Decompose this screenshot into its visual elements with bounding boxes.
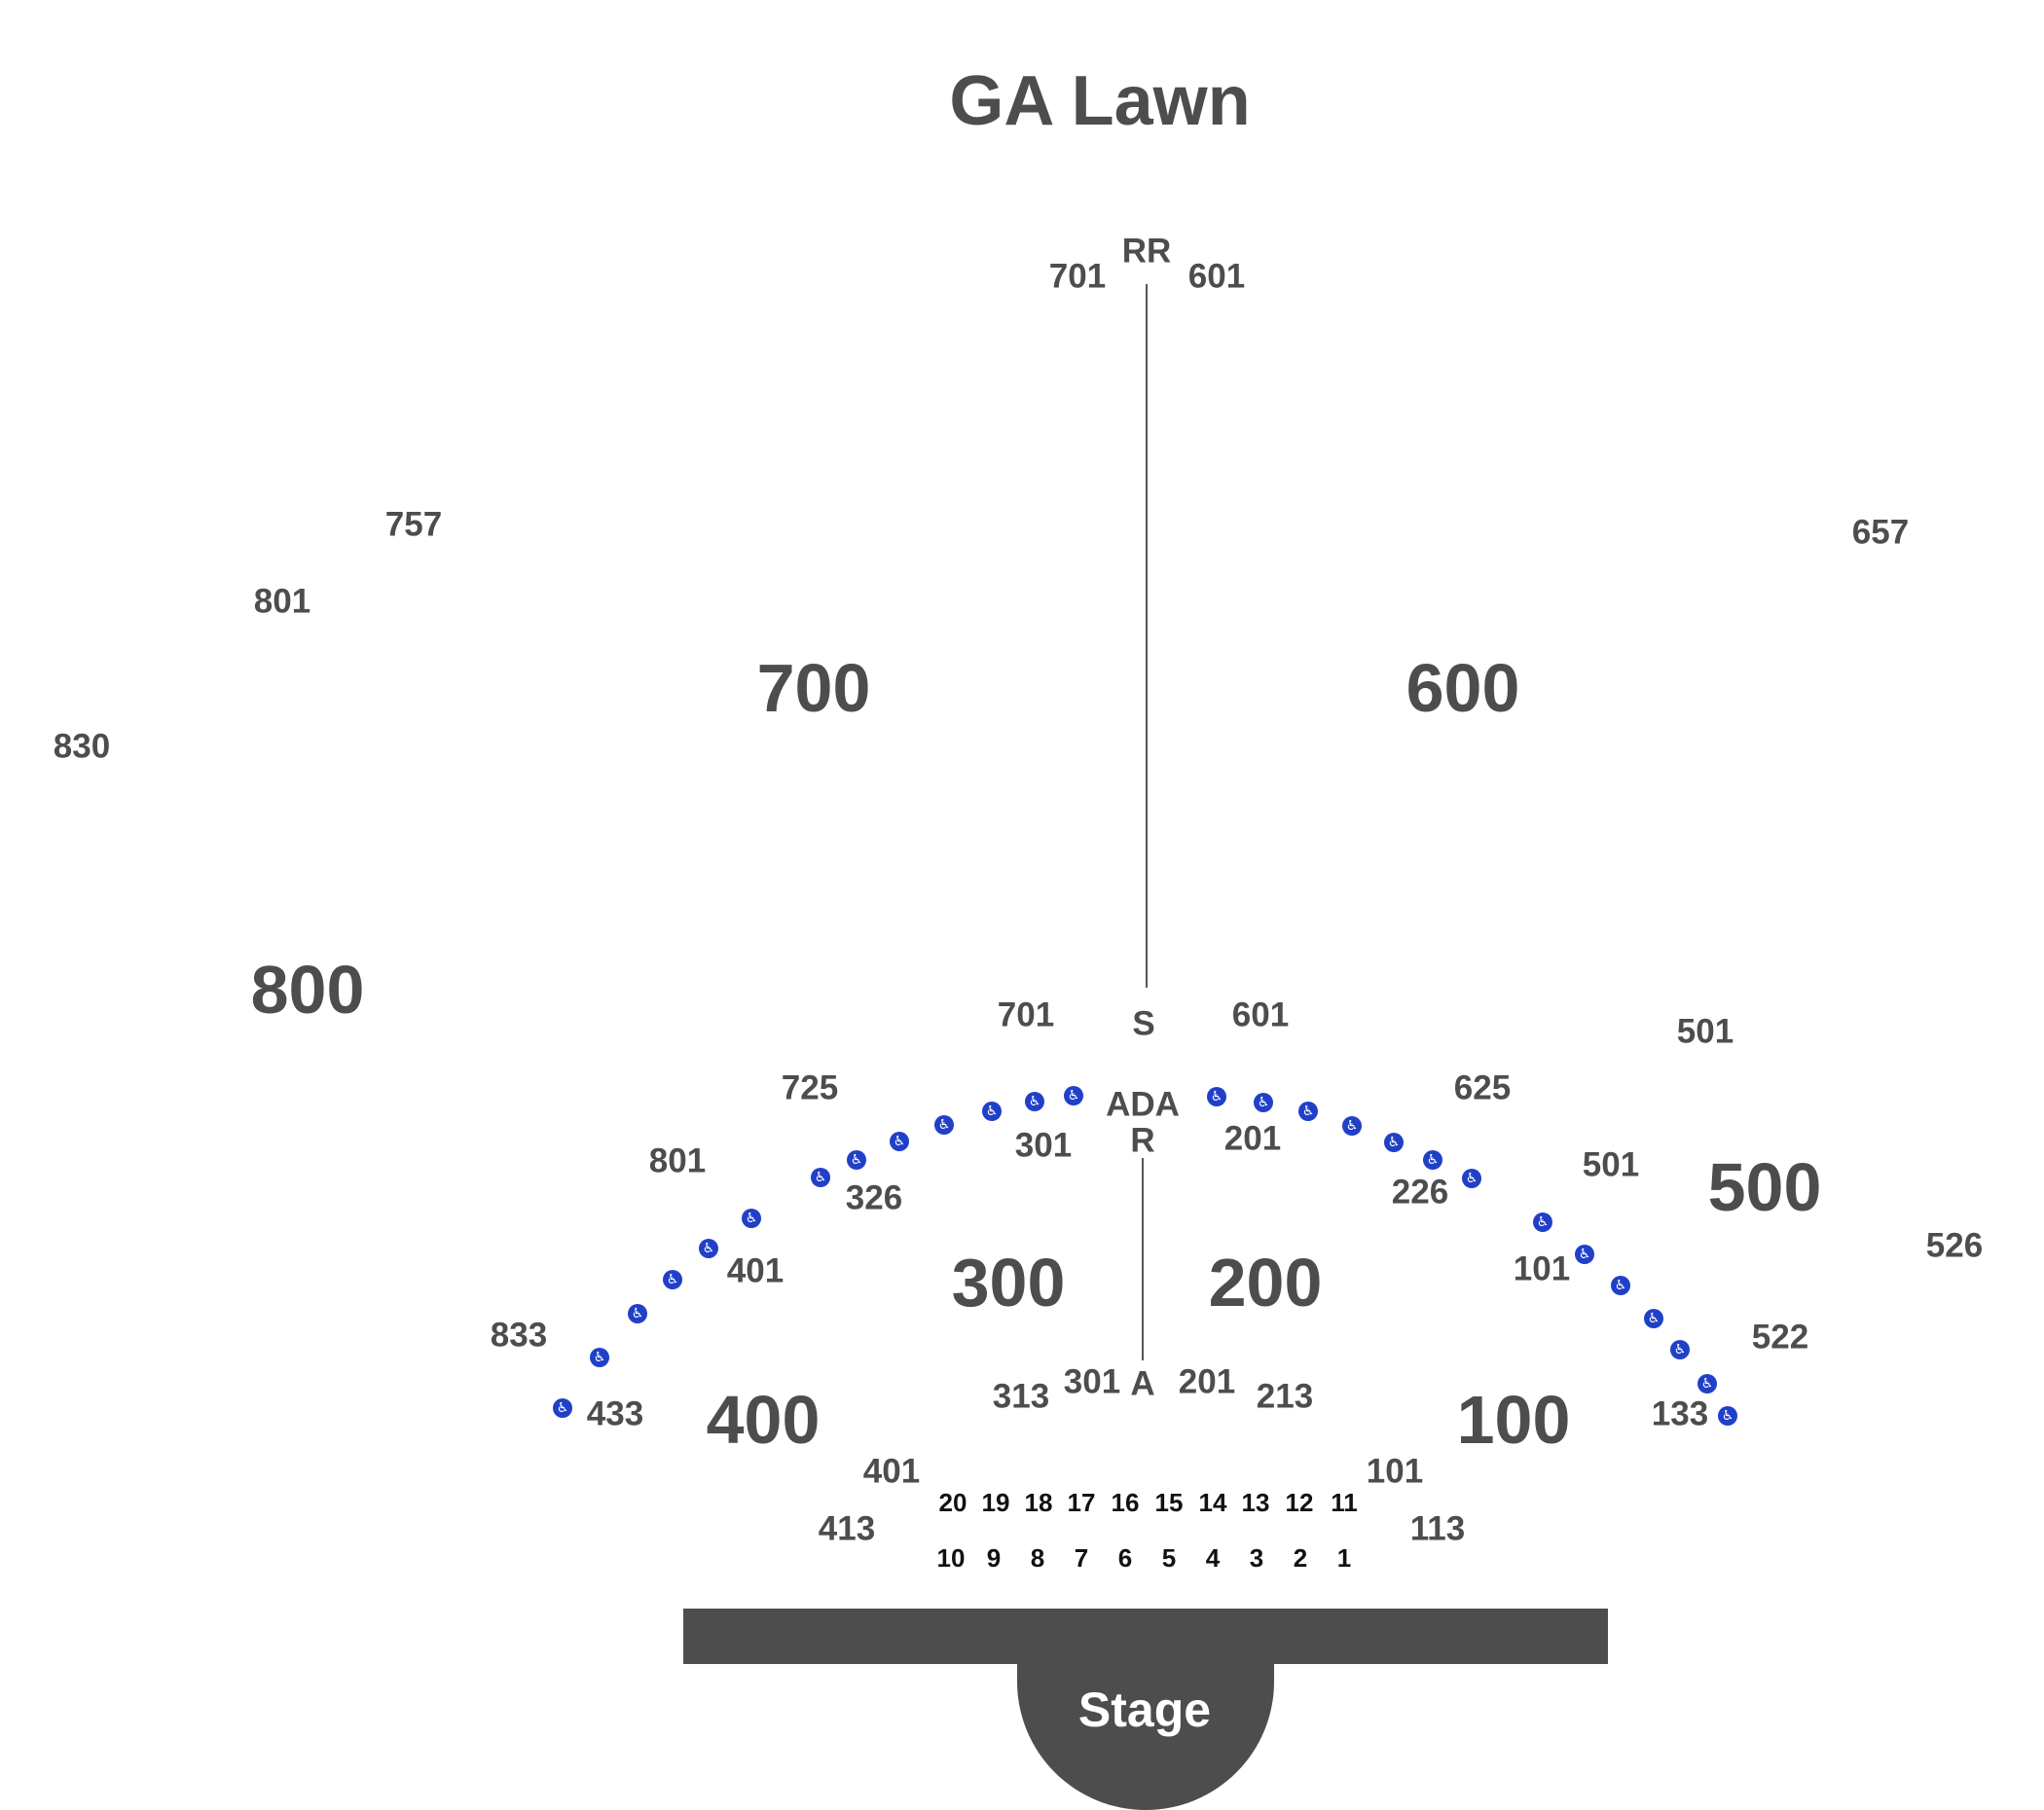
section-600-label[interactable]: 600 [1405,650,1520,726]
pit-row-label[interactable]: 15 [1154,1488,1184,1517]
aisle-r-label: R [1130,1121,1155,1160]
wheelchair-icon[interactable]: ♿ [1384,1133,1404,1152]
wheelchair-icon[interactable]: ♿ [699,1239,718,1258]
wheelchair-icon[interactable]: ♿ [1064,1086,1083,1105]
wheelchair-icon[interactable]: ♿ [1254,1093,1273,1112]
pit-row-label[interactable]: 18 [1024,1488,1053,1517]
pit-row-label[interactable]: 12 [1285,1488,1314,1517]
section-757-label[interactable]: 757 [384,505,443,544]
section-433-label[interactable]: 433 [586,1394,644,1433]
section-401-mid-label[interactable]: 401 [726,1251,785,1290]
pit-row-label[interactable]: 11 [1331,1488,1358,1517]
section-201-bottom-label[interactable]: 201 [1178,1362,1236,1401]
pit-row-label[interactable]: 10 [936,1543,966,1573]
aisle-s-label: S [1132,1004,1155,1043]
wheelchair-icon[interactable]: ♿ [1423,1150,1442,1170]
wheelchair-icon[interactable]: ♿ [1575,1245,1594,1264]
section-213-label[interactable]: 213 [1256,1377,1314,1416]
section-101-mid-label[interactable]: 101 [1513,1249,1571,1288]
wheelchair-icon[interactable]: ♿ [982,1102,1002,1121]
wheelchair-icon[interactable]: ♿ [934,1115,954,1135]
pit-row-label[interactable]: 1 [1336,1543,1352,1573]
section-501-label[interactable]: 501 [1582,1145,1640,1184]
aisle-rr-label: RR [1121,232,1172,271]
section-101-low-label[interactable]: 101 [1366,1452,1424,1491]
pit-row-label[interactable]: 19 [981,1488,1010,1517]
pit-row-label[interactable]: 17 [1067,1488,1096,1517]
section-313-label[interactable]: 313 [992,1377,1050,1416]
wheelchair-icon[interactable]: ♿ [1207,1087,1226,1106]
wheelchair-icon[interactable]: ♿ [1644,1309,1663,1328]
wheelchair-icon[interactable]: ♿ [1298,1102,1318,1121]
pit-row-label[interactable]: 9 [986,1543,1002,1573]
section-133-label[interactable]: 133 [1651,1394,1709,1433]
section-800-label[interactable]: 800 [250,952,365,1028]
pit-row-label[interactable]: 8 [1030,1543,1045,1573]
pit-row-label[interactable]: 13 [1241,1488,1270,1517]
section-526-label[interactable]: 526 [1925,1226,1984,1265]
section-801-upper-label[interactable]: 801 [253,582,311,621]
section-833-label[interactable]: 833 [490,1316,548,1355]
pit-row-label[interactable]: 16 [1111,1488,1140,1517]
section-601-lower-label[interactable]: 601 [1231,996,1290,1034]
stage-label: Stage [1077,1683,1212,1737]
section-200-label[interactable]: 200 [1208,1245,1323,1321]
section-625-label[interactable]: 625 [1453,1068,1512,1107]
pit-row-label[interactable]: 7 [1074,1543,1089,1573]
pit-row-label[interactable]: 3 [1249,1543,1264,1573]
section-830-label[interactable]: 830 [53,727,111,766]
wheelchair-icon[interactable]: ♿ [1697,1374,1717,1394]
section-725-label[interactable]: 725 [781,1068,839,1107]
ga-lawn-title: GA Lawn [949,62,1251,140]
section-700-label[interactable]: 700 [756,650,871,726]
section-601-top-label[interactable]: 601 [1187,257,1246,296]
wheelchair-icon[interactable]: ♿ [1670,1340,1690,1359]
pit-row-label[interactable]: 20 [938,1488,967,1517]
pit-row-label[interactable]: 6 [1117,1543,1133,1573]
wheelchair-icon[interactable]: ♿ [628,1304,647,1323]
wheelchair-icon[interactable]: ♿ [1462,1169,1481,1188]
wheelchair-icon[interactable]: ♿ [742,1209,761,1228]
section-657-label[interactable]: 657 [1851,513,1910,552]
pit-row-label[interactable]: 2 [1293,1543,1308,1573]
section-801-label[interactable]: 801 [648,1141,707,1180]
section-522-label[interactable]: 522 [1751,1318,1809,1357]
section-401-low-label[interactable]: 401 [862,1452,921,1491]
section-113-label[interactable]: 113 [1409,1509,1466,1548]
section-701-lower-label[interactable]: 701 [997,996,1055,1034]
pit-row-label[interactable]: 5 [1161,1543,1177,1573]
wheelchair-icon[interactable]: ♿ [553,1398,572,1418]
wheelchair-icon[interactable]: ♿ [1611,1276,1630,1295]
section-500-label[interactable]: 500 [1707,1149,1822,1225]
section-100-label[interactable]: 100 [1456,1382,1571,1458]
wheelchair-icon[interactable]: ♿ [811,1168,830,1187]
section-400-label[interactable]: 400 [706,1382,821,1458]
section-326-label[interactable]: 326 [845,1178,903,1217]
section-701-top-label[interactable]: 701 [1048,257,1107,296]
section-301-bottom-label[interactable]: 301 [1063,1362,1121,1401]
section-300-label[interactable]: 300 [951,1245,1066,1321]
section-201-top-label[interactable]: 201 [1223,1119,1282,1158]
wheelchair-icon[interactable]: ♿ [1342,1116,1362,1136]
ada-label: ADA [1106,1085,1180,1124]
wheelchair-icon[interactable]: ♿ [663,1270,682,1289]
wheelchair-icon[interactable]: ♿ [590,1348,609,1367]
wheelchair-icon[interactable]: ♿ [1025,1092,1044,1111]
wheelchair-icon[interactable]: ♿ [1533,1213,1552,1232]
section-413-label[interactable]: 413 [818,1509,876,1548]
wheelchair-icon[interactable]: ♿ [847,1150,866,1170]
section-301-top-label[interactable]: 301 [1014,1126,1073,1165]
pit-row-label[interactable]: 4 [1205,1543,1221,1573]
section-501-upper-label[interactable]: 501 [1676,1012,1734,1051]
pit-row-label[interactable]: 14 [1198,1488,1227,1517]
aisle-a-label: A [1130,1364,1155,1403]
section-226-label[interactable]: 226 [1391,1173,1449,1212]
wheelchair-icon[interactable]: ♿ [1718,1406,1737,1426]
wheelchair-icon[interactable]: ♿ [890,1132,909,1151]
